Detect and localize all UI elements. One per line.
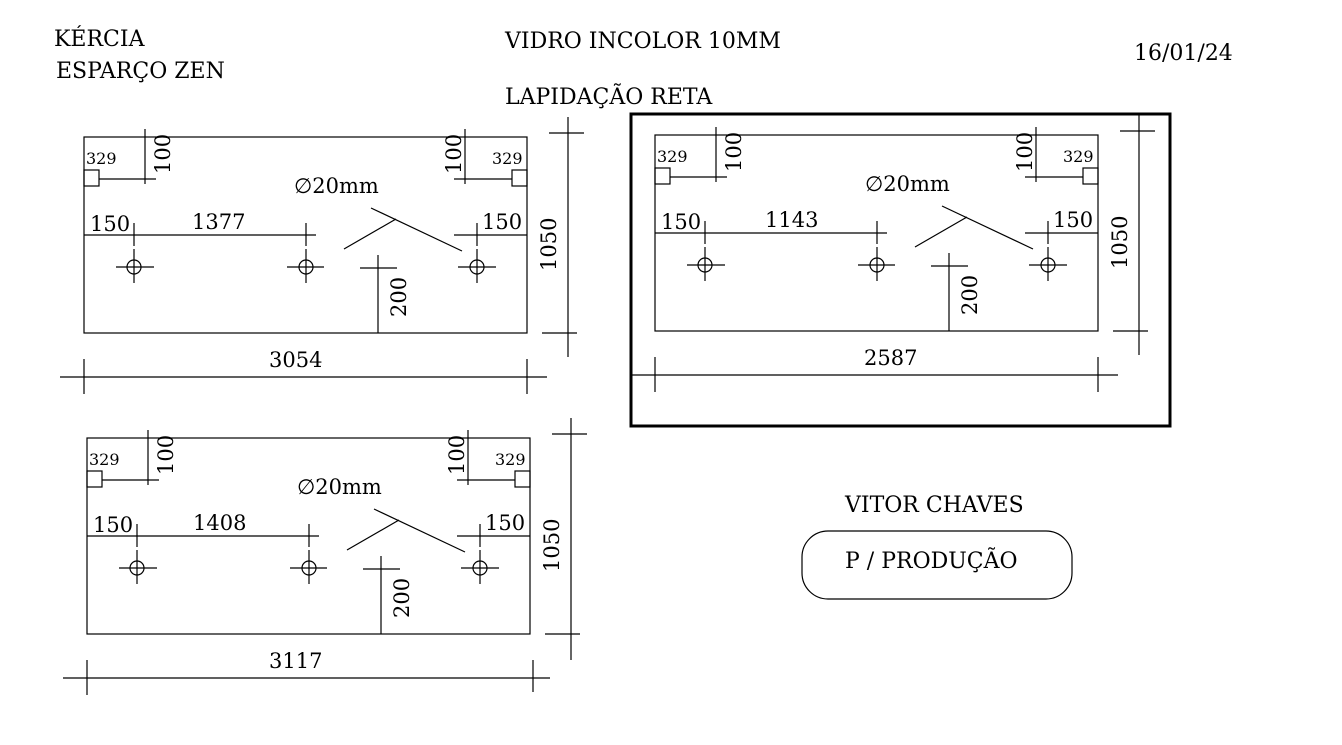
author-name: VITOR CHAVES: [844, 493, 1024, 518]
hole-2: [858, 247, 895, 281]
drop-dim: 200: [958, 275, 982, 315]
hole-diameter-label: ∅20mm: [865, 172, 950, 196]
hole-3: [458, 249, 496, 283]
hole-diameter-label: ∅20mm: [294, 174, 379, 198]
hole-diameter-label: ∅20mm: [297, 475, 382, 499]
height-dim: 1050: [1108, 216, 1132, 269]
material-spec: VIDRO INCOLOR 10MM: [504, 29, 781, 54]
notch-right: [1082, 167, 1099, 185]
notch-left: [86, 470, 103, 488]
notch-right-label: 329: [495, 450, 526, 469]
notch-right-depth: 100: [1013, 132, 1037, 172]
height-dim: 1050: [537, 218, 561, 271]
hole-2: [290, 550, 327, 584]
edge-left-dim: 150: [90, 212, 130, 236]
drop-dim: 200: [387, 277, 411, 317]
width-dim: 3117: [269, 649, 322, 673]
hole-1: [687, 247, 725, 281]
hole-1: [116, 249, 154, 283]
notch-right-label: 329: [492, 149, 523, 168]
status-box: [801, 530, 1073, 600]
drawing-date: 16/01/24: [1134, 41, 1233, 66]
notch-right: [511, 169, 528, 187]
finish-spec: LAPIDAÇÃO RETA: [505, 82, 713, 110]
panel-2: 329 100 329 100 ∅20mm 150 1143 150 200 1…: [631, 115, 1155, 392]
notch-left-label: 329: [89, 450, 120, 469]
notch-left-depth: 100: [151, 134, 175, 174]
edge-left-dim: 150: [661, 210, 701, 234]
edge-right-dim: 150: [482, 210, 522, 234]
hole-1: [119, 550, 157, 584]
notch-right-depth: 100: [445, 435, 469, 475]
notch-left-depth: 100: [154, 435, 178, 475]
edge-right-dim: 150: [485, 511, 525, 535]
panel-3: 329 100 329 100 ∅20mm 150 1408 150 200 1…: [63, 418, 587, 695]
notch-left: [654, 167, 671, 185]
hole-gap-dim: 1408: [193, 511, 246, 535]
status-label: P / PRODUÇÃO: [845, 546, 1018, 574]
notch-left: [83, 169, 100, 187]
hole-gap-dim: 1143: [765, 208, 818, 232]
edge-left-dim: 150: [93, 513, 133, 537]
height-dim: 1050: [540, 519, 564, 572]
notch-right: [514, 470, 531, 488]
width-dim: 2587: [864, 346, 917, 370]
hole-2: [287, 249, 324, 283]
client-name: KÉRCIA: [54, 25, 146, 52]
hole-gap-dim: 1377: [192, 210, 245, 234]
notch-left-depth: 100: [722, 132, 746, 172]
notch-right-label: 329: [1063, 147, 1094, 166]
project-name: ESPARÇO ZEN: [56, 59, 225, 84]
edge-right-dim: 150: [1053, 208, 1093, 232]
panel-1: 329 100 329 100 ∅20mm 150 1377 150 200: [60, 117, 584, 394]
drop-dim: 200: [390, 578, 414, 618]
notch-left-label: 329: [657, 147, 688, 166]
notch-right-depth: 100: [442, 134, 466, 174]
hole-3: [1029, 247, 1067, 281]
highlight-frame: [629, 112, 1172, 428]
width-dim: 3054: [269, 348, 322, 372]
hole-3: [461, 550, 499, 584]
notch-left-label: 329: [86, 149, 117, 168]
